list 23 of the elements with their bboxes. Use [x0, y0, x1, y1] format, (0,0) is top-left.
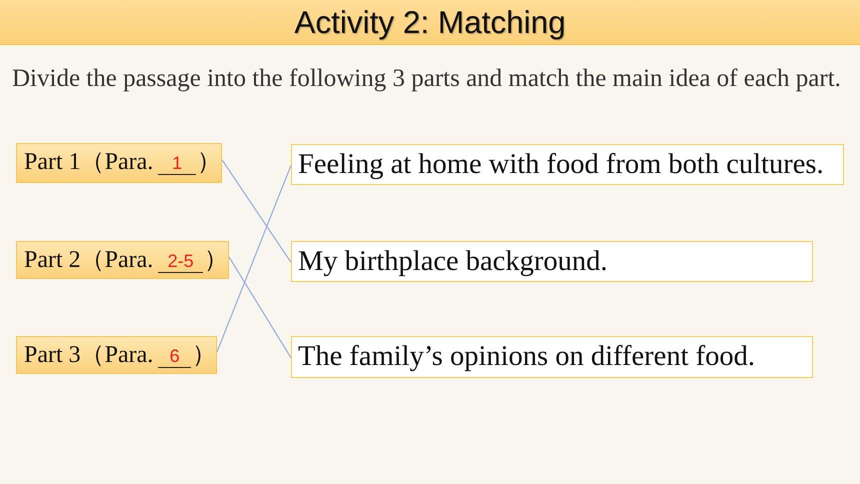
closing-parenthesis: ） [197, 148, 221, 176]
part-box [16, 336, 217, 374]
closing-parenthesis: ） [204, 246, 228, 274]
connector-line [228, 256, 292, 358]
fill-in-line: 2-5 [158, 251, 203, 273]
main-idea-text: Feeling at home with food from both cultures. [298, 148, 824, 182]
main-idea-text: The family’s opinions on different food. [298, 340, 755, 374]
slide-title: Activity 2: Matching [294, 4, 566, 40]
fill-in-line: 1 [158, 153, 196, 175]
main-idea-box [291, 241, 813, 282]
connector-line [216, 165, 292, 352]
part-label: Part 3（Para. [24, 341, 154, 369]
part-label: Part 2（Para. [24, 246, 154, 274]
instruction-text: Divide the passage into the following 3 parts and match the main idea of each part. [12, 64, 841, 94]
main-idea-text: My birthplace background. [298, 244, 608, 278]
closing-parenthesis: ） [192, 341, 216, 369]
part-box [16, 241, 229, 279]
main-idea-box [291, 336, 813, 378]
connector-line [222, 160, 292, 263]
part-box [16, 143, 222, 183]
main-idea-box [291, 144, 844, 185]
fill-in-line: 6 [158, 346, 191, 368]
part-label: Part 1（Para. [24, 148, 154, 176]
